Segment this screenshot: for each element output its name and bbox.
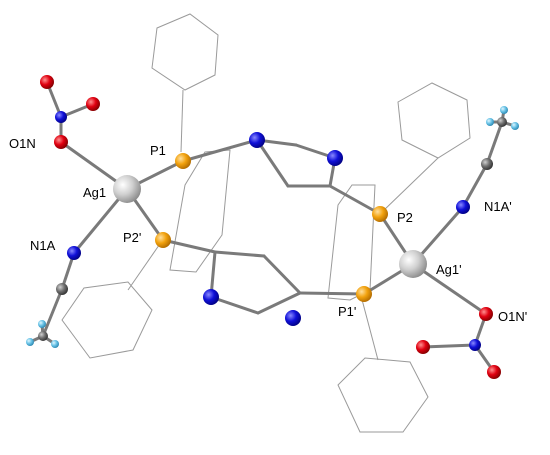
nitrogen-atom-ring — [203, 289, 219, 305]
carbon-atom — [56, 283, 68, 295]
silver-atom-ag1-prime — [399, 250, 427, 278]
label-p2: P2 — [397, 210, 413, 225]
nitrogen-atom-n1a — [67, 246, 81, 260]
phenyl-bond-bottom-right — [359, 291, 379, 361]
atom-labels: O1N P1 Ag1 P2' N1A P2 N1A' Ag1' P1' O1N' — [9, 136, 527, 324]
nitrogen-atom-nitrate — [55, 111, 67, 123]
carbon-atom — [38, 331, 48, 341]
hydrogen-atom — [26, 338, 34, 346]
carbon-atom — [497, 117, 507, 127]
phenyl-ring-bottom-left — [61, 281, 153, 359]
bond — [461, 162, 489, 209]
label-ag1: Ag1 — [83, 185, 106, 200]
bond — [209, 295, 260, 315]
bond — [411, 262, 488, 316]
phosphorus-atom-p2-prime — [155, 232, 171, 248]
oxygen-atom-o1n-prime — [479, 307, 493, 321]
hydrogen-atom — [51, 340, 59, 348]
nitrogen-atom-n1a-prime — [456, 200, 470, 214]
label-o1n-prime: O1N' — [498, 309, 527, 324]
phosphorus-atom-p1 — [175, 153, 191, 169]
bond — [298, 291, 366, 296]
nitrogen-atom-ring — [327, 150, 343, 166]
atoms — [26, 75, 519, 379]
phenyl-bond-top-left — [180, 89, 184, 153]
nitrogen-atom-nitrate — [469, 339, 481, 351]
oxygen-atom — [416, 340, 430, 354]
bond — [213, 250, 266, 258]
oxygen-atom — [40, 75, 54, 89]
bond — [421, 343, 477, 349]
phenyl-ring-bottom-right — [337, 357, 429, 433]
bond — [41, 287, 64, 338]
nitrogen-atom-ring — [285, 310, 301, 326]
phenyl-ring-top-left — [151, 13, 219, 91]
bond — [328, 184, 382, 216]
bond — [181, 138, 259, 163]
phosphorus-atom-p1-prime — [356, 286, 372, 302]
label-ag1-prime: Ag1' — [436, 262, 462, 277]
oxygen-atom — [487, 365, 501, 379]
phosphorus-atom-p2 — [372, 206, 388, 222]
phenyl-ring-center-right — [327, 184, 376, 301]
hydrogen-atom — [500, 106, 508, 114]
phenyl-ring-top-right — [397, 82, 471, 159]
carbon-atom — [481, 158, 493, 170]
hydrogen-atom — [38, 320, 46, 328]
phenyl-ring-center-left — [169, 149, 231, 273]
bond — [256, 291, 302, 315]
hydrogen-atom — [486, 118, 494, 126]
phenyl-wireframes — [61, 13, 471, 433]
label-p1: P1 — [150, 143, 166, 158]
hydrogen-atom — [511, 122, 519, 130]
label-o1n: O1N — [9, 136, 36, 151]
bond — [262, 254, 302, 295]
silver-atom-ag1 — [113, 175, 141, 203]
phenyl-bond-top-right — [381, 157, 439, 213]
label-n1a-prime: N1A' — [484, 199, 512, 214]
label-p1-prime: P1' — [338, 304, 356, 319]
bond — [485, 120, 504, 166]
bond — [161, 238, 217, 254]
framework-bonds — [28, 80, 517, 374]
bond — [255, 138, 290, 188]
label-p2-prime: P2' — [123, 230, 141, 245]
phenyl-bond-bottom-left — [127, 237, 165, 291]
nitrogen-atom-ring — [249, 132, 265, 148]
label-n1a: N1A — [30, 238, 56, 253]
oxygen-atom-o1n — [54, 135, 68, 149]
oxygen-atom — [86, 97, 100, 111]
